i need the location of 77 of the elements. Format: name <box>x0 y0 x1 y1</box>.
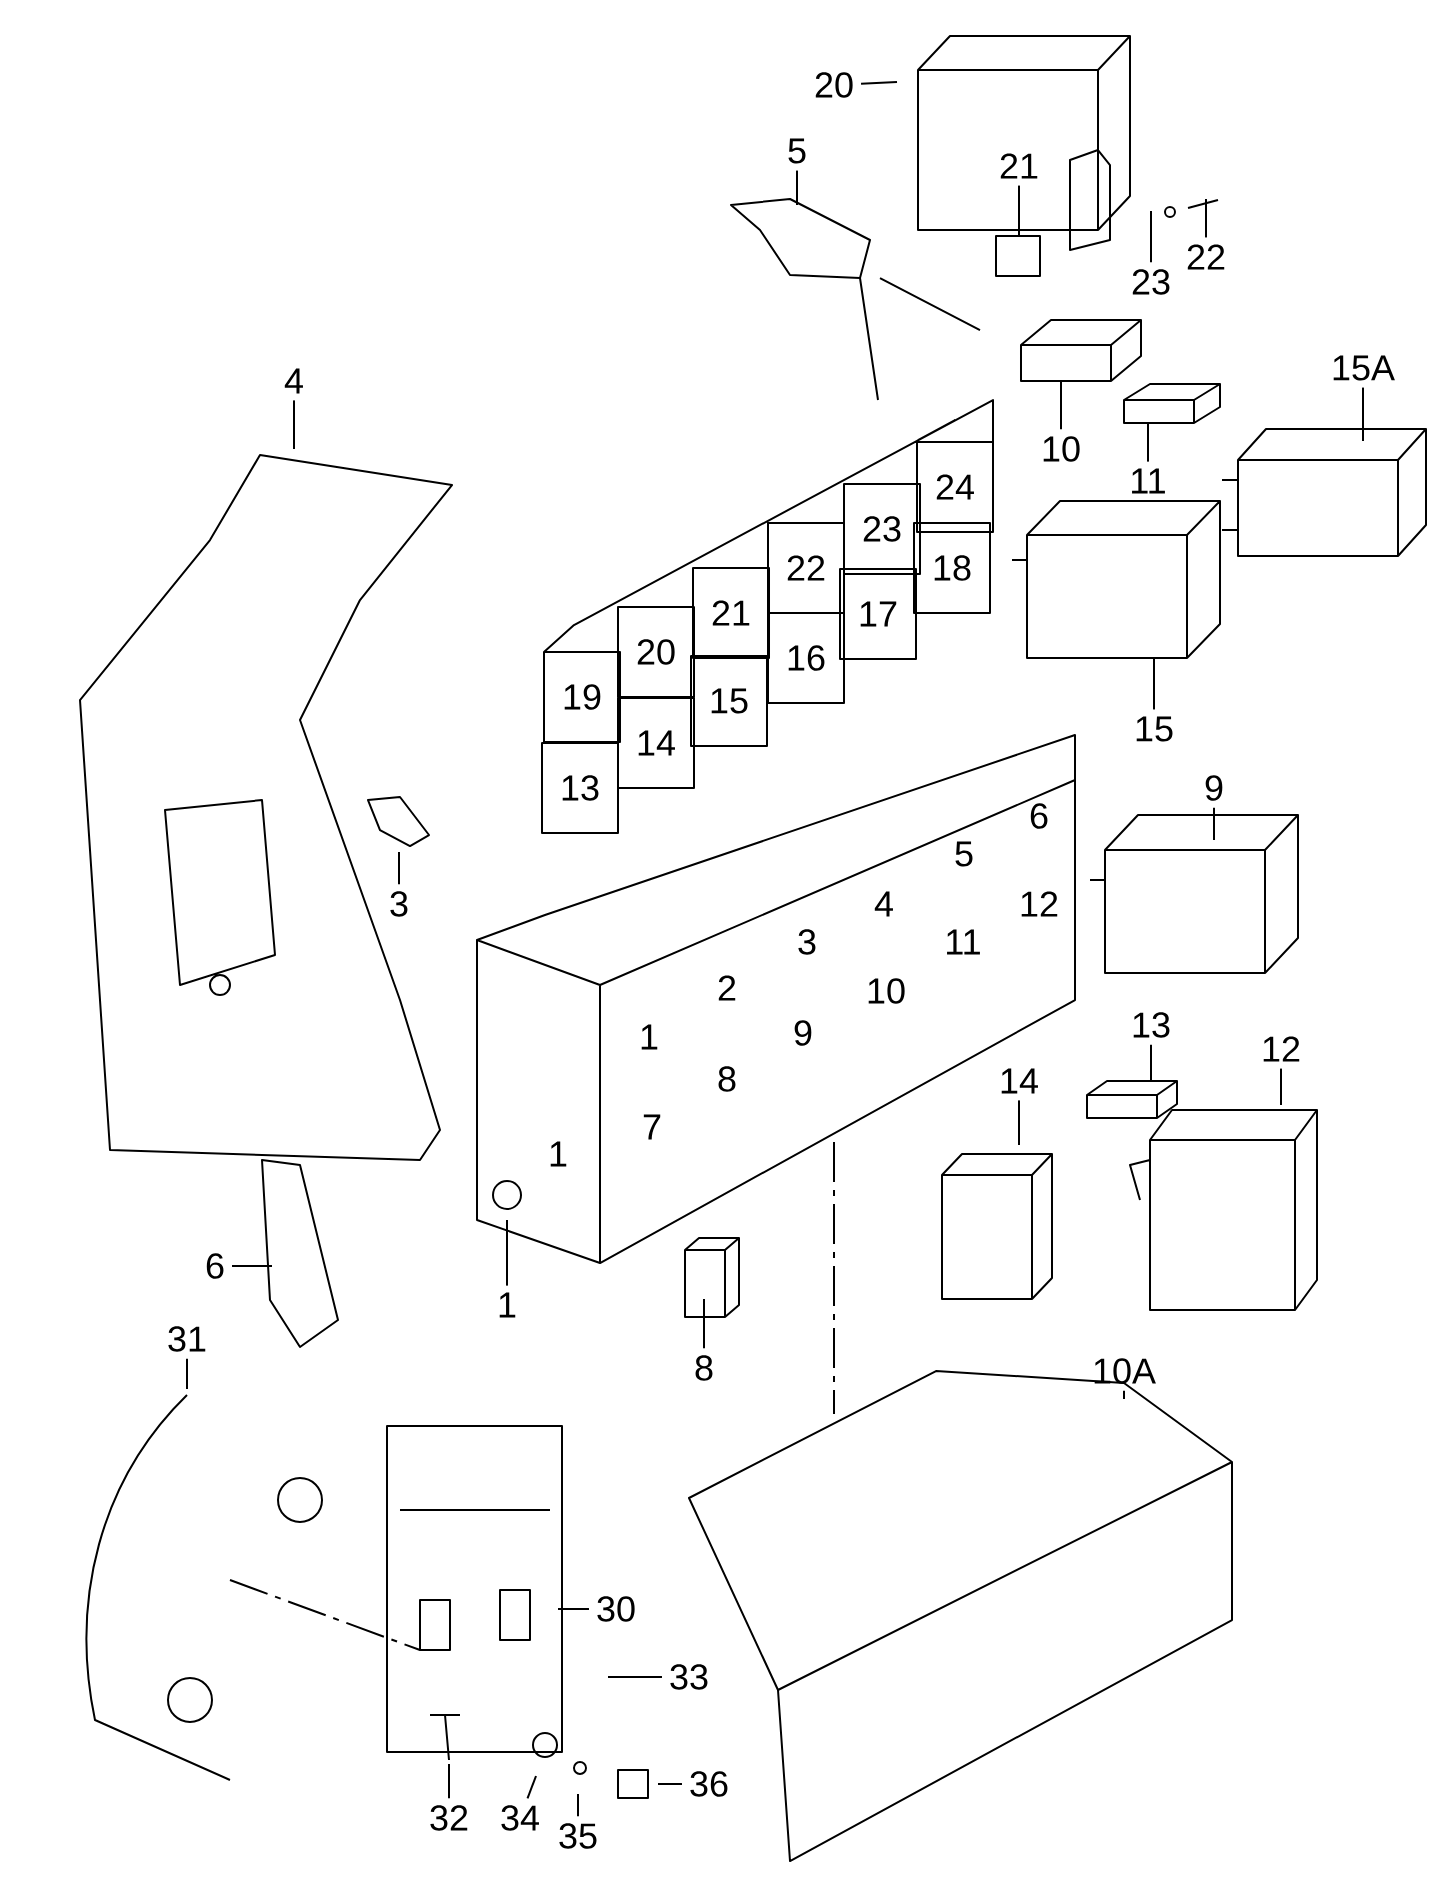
leader-line <box>657 1783 683 1785</box>
leader-line <box>1018 1099 1020 1146</box>
callout-number: 15 <box>1136 716 1173 742</box>
leader-line <box>1153 657 1155 711</box>
leader-line <box>860 81 898 85</box>
leader-line <box>1147 422 1149 463</box>
leader-line <box>607 1676 663 1678</box>
leader-line <box>1362 386 1364 442</box>
callout-number: 22 <box>1187 244 1225 270</box>
position-number: 7 <box>643 1114 661 1140</box>
position-number: 12 <box>1021 891 1058 917</box>
callout-number: 8 <box>695 1355 713 1381</box>
callout-number: 12 <box>1263 1036 1300 1062</box>
callout-number: 33 <box>670 1664 708 1690</box>
callout-number: 13 <box>1133 1012 1170 1038</box>
leader-line <box>293 399 295 450</box>
callout-number: 30 <box>597 1596 635 1622</box>
position-number: 21 <box>712 600 750 626</box>
position-number: 19 <box>564 684 601 710</box>
leader-line <box>506 1219 508 1287</box>
position-number: 17 <box>860 601 897 627</box>
leader-line <box>1213 806 1215 841</box>
position-number: 6 <box>1030 803 1048 829</box>
position-number: 14 <box>638 730 675 756</box>
leader-line <box>1280 1067 1282 1106</box>
position-number: 16 <box>788 645 825 671</box>
leader-line <box>231 1265 273 1267</box>
position-number: 8 <box>718 1066 736 1092</box>
position-number: 13 <box>562 775 599 801</box>
callout-number: 4 <box>284 368 303 394</box>
callout-number: 34 <box>501 1805 539 1831</box>
callout-number: 20 <box>815 72 853 98</box>
position-number: 22 <box>787 555 825 581</box>
callout-number: 23 <box>1132 269 1170 295</box>
leader-line <box>1060 380 1062 431</box>
callout-number: 6 <box>206 1253 224 1279</box>
callout-number: 35 <box>559 1823 597 1849</box>
leader-line <box>703 1298 705 1350</box>
position-number: 18 <box>934 555 971 581</box>
position-number: 1 <box>550 1141 567 1167</box>
position-number: 15 <box>711 688 748 714</box>
leader-line <box>1018 184 1020 237</box>
position-number: 9 <box>794 1020 812 1046</box>
callout-number: 32 <box>430 1805 468 1831</box>
position-number: 23 <box>863 516 901 542</box>
position-number: 11 <box>947 929 980 955</box>
position-number: 24 <box>936 474 974 500</box>
leader-line <box>577 1793 579 1818</box>
callout-number: 5 <box>788 138 806 164</box>
position-number: 3 <box>798 929 816 955</box>
leader-line <box>796 169 798 206</box>
callout-number: 9 <box>1205 775 1223 801</box>
position-number: 10 <box>868 978 905 1004</box>
callout-number: 21 <box>1000 153 1038 179</box>
leader-line <box>186 1357 188 1390</box>
callout-number: 14 <box>1001 1068 1038 1094</box>
position-number: 1 <box>641 1024 658 1050</box>
leader-line <box>1150 210 1152 264</box>
callout-number: 36 <box>690 1771 728 1797</box>
position-number: 20 <box>637 639 675 665</box>
leader-line <box>1150 1043 1152 1082</box>
leader-line <box>1123 1389 1125 1400</box>
leader-line <box>526 1775 537 1800</box>
callout-number: 10 <box>1043 436 1080 462</box>
leader-line <box>448 1763 450 1800</box>
callout-number: 15A <box>1333 355 1395 381</box>
callout-number: 1 <box>499 1292 516 1318</box>
leader-line <box>557 1608 590 1610</box>
callout-number: 10A <box>1094 1358 1156 1384</box>
position-number: 2 <box>718 975 736 1001</box>
leader-line <box>398 851 400 886</box>
leader-line <box>1205 198 1207 239</box>
callout-number: 3 <box>390 891 408 917</box>
position-number: 4 <box>874 891 893 917</box>
position-number: 5 <box>955 841 973 867</box>
callout-number: 31 <box>168 1326 206 1352</box>
callout-number: 11 <box>1132 468 1165 494</box>
